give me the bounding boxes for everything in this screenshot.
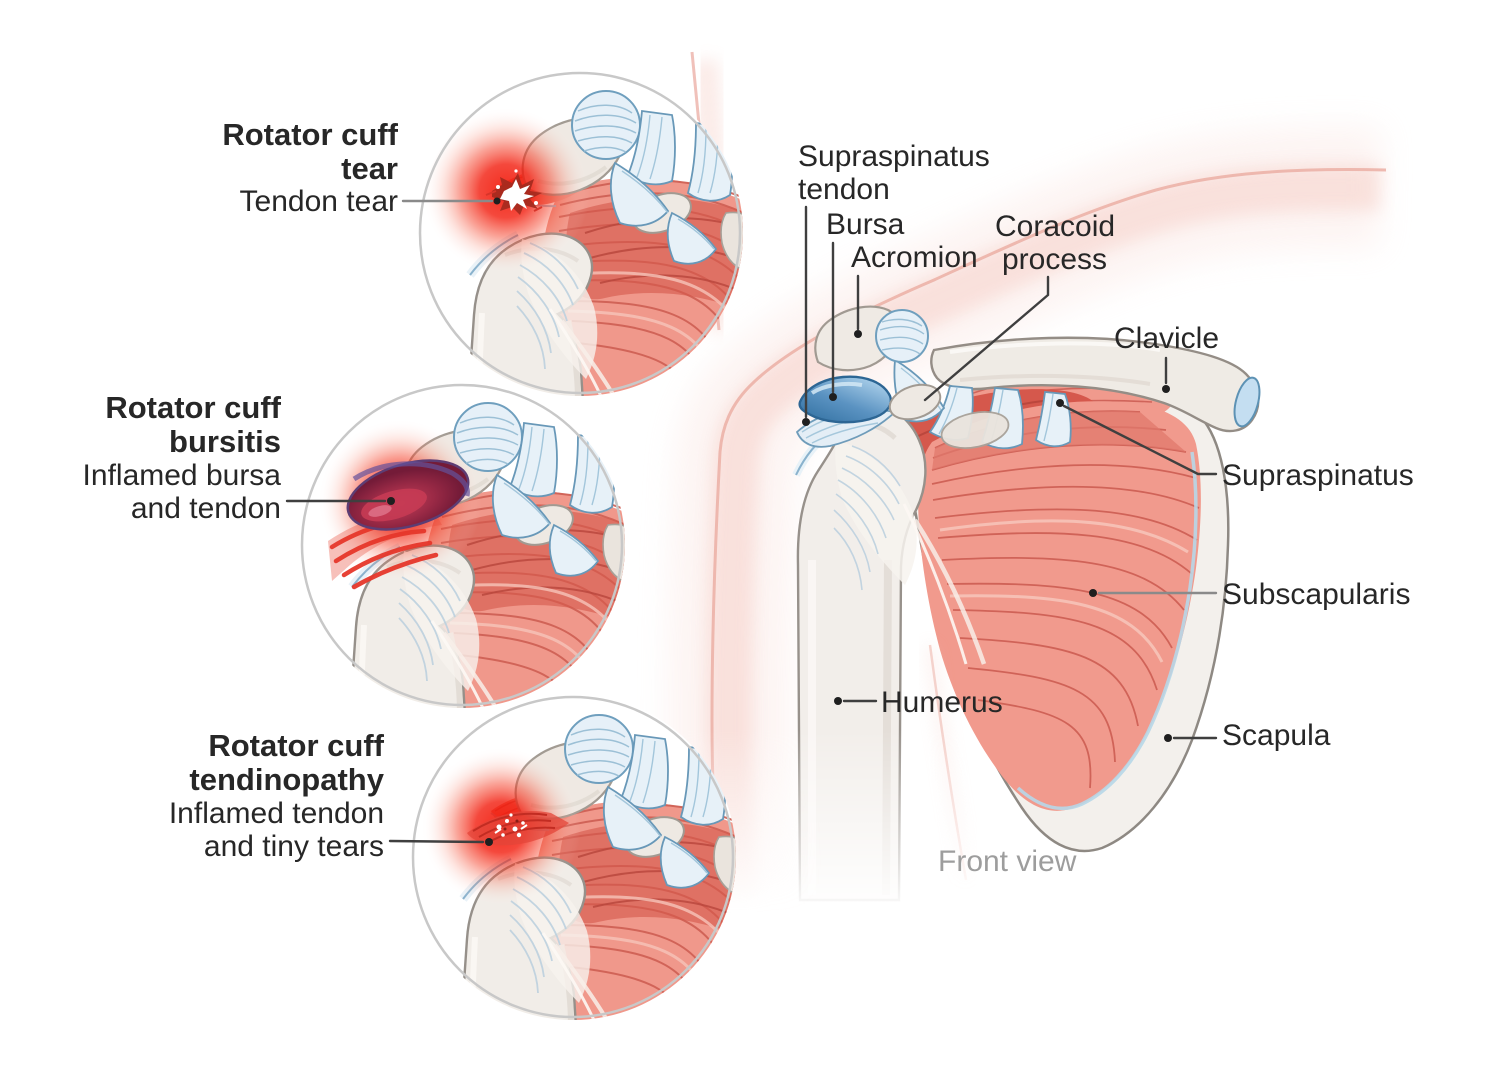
inset-bursitis-title: Rotator cuff bursitis [105,391,281,459]
inset-tear-illustration [416,69,750,403]
leader-supraspinatus [1062,404,1218,476]
inset-bursitis-caption-line1: Inflamed bursa [82,459,281,492]
leader-dot [1089,589,1097,597]
leader-dot [1164,734,1172,742]
scapular-neck-bone [940,411,1010,449]
leader-dot [1056,399,1064,407]
label-supraspinatus-tendon-line1: Supraspinatus [798,140,990,173]
inset-bursitis-caption-line2: and tendon [130,492,281,525]
inset-tendinopathy-caption-line2: and tiny tears [203,830,384,863]
leader-dot [493,197,501,205]
ligament-complex [814,305,1072,450]
inset-bursitis-circle [300,383,624,707]
inset-tendinopathy-title: Rotator cuff tendinopathy [189,729,384,797]
label-scapula: Scapula [1222,719,1331,752]
inset-tendinopathy-title-line1: Rotator cuff [208,728,384,763]
clavicle-bone [930,336,1261,433]
leader-dot [834,697,842,705]
coracoid-process-bone [888,383,942,421]
inset-bursitis-illustration [298,381,632,715]
leader-coracoid-process [923,275,1050,402]
inset-tendinopathy-circle [411,695,735,1019]
leader-dot [485,838,493,846]
inset-tear-title-line1: Rotator cuff [222,117,398,152]
inset-tear-title-line2: tear [341,151,398,186]
label-supraspinatus: Supraspinatus [1222,459,1414,492]
torn-tendon-icon [485,169,543,215]
label-subscapularis: Subscapularis [1222,578,1411,611]
main-shoulder-illustration [668,51,1387,910]
clavicle-cartilage-cap [1233,376,1261,428]
bursa-shape [798,375,892,424]
leader-dot [1162,385,1170,393]
label-coracoid-line2: process [1002,243,1108,276]
label-coracoid-process: Coracoid process [995,210,1115,276]
inset-tear-caption-line1: Tendon tear [239,185,398,218]
leader-dot [387,497,395,505]
inset-bursitis-title-line2: bursitis [169,424,281,459]
inset-tear-circle [418,71,742,395]
joint-capsule [792,426,987,665]
supraspinatus-belly [875,309,929,363]
inset-tear-title: Rotator cuff tear [222,118,398,186]
label-supraspinatus-tendon-line2: tendon [798,173,890,206]
inset-tendinopathy-caption-line1: Inflamed tendon [168,797,384,830]
inset-tear-caption: Tendon tear [240,185,398,218]
label-bursa: Bursa [826,208,905,241]
inset-tendinopathy-title-line2: tendinopathy [189,762,384,797]
tiny-tears-icon [467,811,569,846]
leader-dot [854,330,862,338]
leader-inflamed-tendon [388,839,485,844]
label-humerus: Humerus [881,686,1003,719]
label-coracoid-line1: Coracoid [995,210,1116,243]
leader-dot [829,393,837,401]
leader-dot [802,418,810,426]
leader-lines [285,197,1218,846]
inset-bursitis-caption: Inflamed bursa and tendon [83,459,281,525]
label-clavicle: Clavicle [1114,322,1220,355]
label-supraspinatus-tendon: Supraspinatus tendon [798,140,990,206]
inset-bursitis-title-line1: Rotator cuff [105,390,281,425]
inflamed-bursa-icon [346,459,470,531]
inset-tendinopathy-illustration [409,693,743,1027]
label-acromion: Acromion [851,241,978,274]
front-view-caption: Front view [938,845,1077,878]
inset-tendinopathy-caption: Inflamed tendon and tiny tears [169,797,384,863]
